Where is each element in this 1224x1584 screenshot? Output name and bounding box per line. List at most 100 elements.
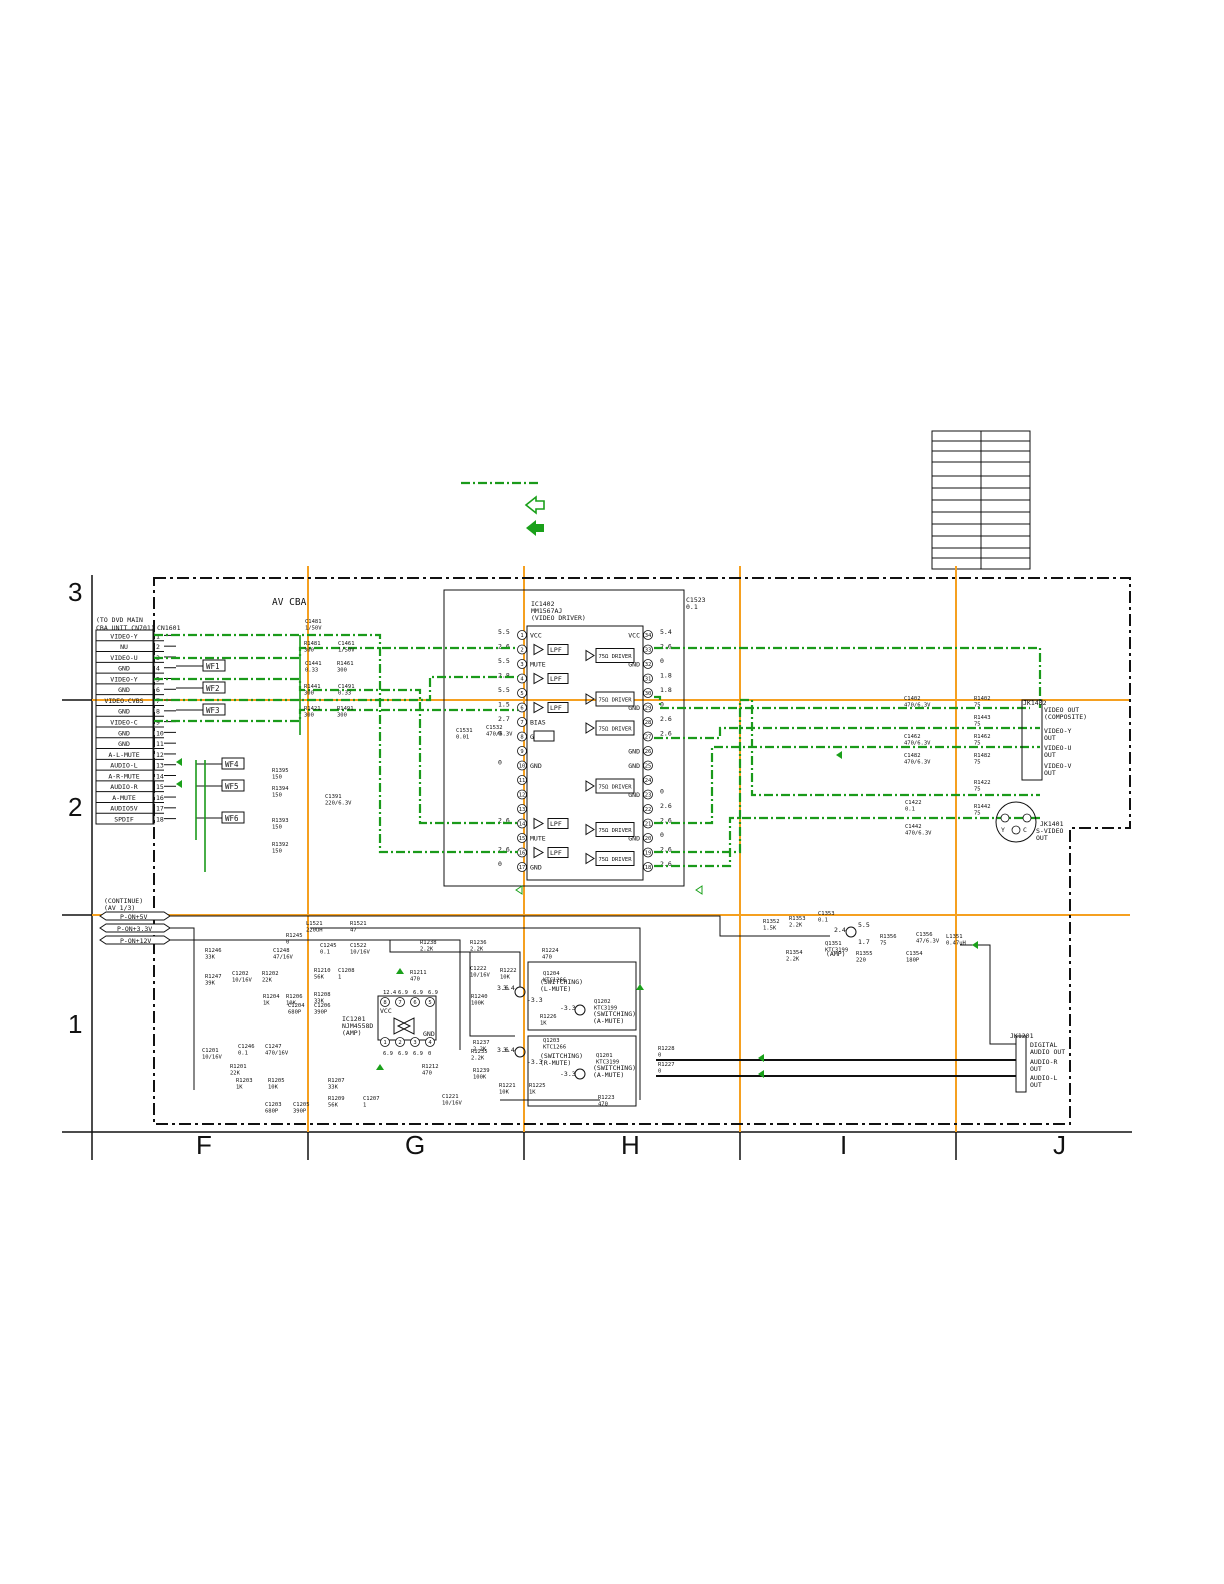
component-value: 33K	[314, 999, 325, 1005]
component-ref: C1491	[338, 684, 355, 690]
ic1402-pin-circle	[643, 731, 653, 742]
component-value: 1	[363, 1103, 366, 1109]
cn1601-pin-number: 18	[156, 816, 164, 824]
ic1402-lpf-label: LPF	[550, 646, 562, 654]
component-ref: R1421	[304, 706, 321, 712]
cn1601-pin-name: VIDEO-C	[110, 719, 137, 727]
signal-paths	[154, 633, 1042, 872]
ic1402-pin-voltage: 2.6	[498, 846, 510, 854]
cn1601-pin-name: GND	[118, 708, 130, 716]
wf5-label: WF5	[225, 782, 239, 791]
ic1201-pin-voltage: 6.9	[398, 990, 408, 996]
v-q1204-x: -3.3	[527, 996, 543, 1004]
component-value: 75	[974, 703, 981, 709]
c1523-val: 0.1	[686, 603, 698, 611]
ic1402-driver-amp-icon	[585, 780, 595, 792]
jk1201-item-2: AUDIO OUT	[1030, 1048, 1065, 1056]
component-ref: R1211	[410, 970, 427, 976]
arrow-outline-icon	[515, 885, 523, 895]
jk1402-item-1: VIDEO OUT	[1044, 706, 1079, 714]
component-value: 220uH	[306, 928, 323, 934]
ic1402-driver-label: 75Ω DRIVER	[598, 828, 632, 834]
component-value: 1	[338, 975, 341, 981]
component-ref: R1393	[272, 818, 289, 824]
component-ref: R1204	[263, 994, 280, 1000]
component-value: 300	[337, 713, 347, 719]
ic1201-pin-circle	[410, 997, 420, 1007]
jk1201-item-3: AUDIO-R	[1030, 1058, 1057, 1066]
svideo-out: OUT	[1036, 834, 1048, 842]
component-value: 10/16V	[470, 973, 491, 979]
ic1402-pin-voltage: 2.6	[660, 730, 672, 738]
component-value: KTC1266	[543, 1045, 566, 1051]
cn1601-header-2: CBA UNIT CN701)	[96, 624, 155, 632]
ic1402-pin-voltage: 1.8	[660, 686, 672, 694]
wf4-label: WF4	[225, 760, 239, 769]
component-ref: R1227	[658, 1062, 675, 1068]
ic1402-buffer-icon	[533, 846, 545, 859]
jk1201-audio-outputs: JK1201 DIGITAL AUDIO OUT AUDIO-R OUT AUD…	[656, 944, 1065, 1093]
component-value: 680P	[265, 1109, 279, 1115]
ic1402-lpf-block	[547, 818, 569, 829]
component-value: 0.1	[818, 918, 828, 924]
component-labels: C14811/50VR1481300C14611/50VR1461300C144…	[202, 619, 991, 1115]
cn1601-pin-name: GND	[118, 740, 130, 748]
ic1201-pin-number: 5	[428, 1000, 431, 1006]
power-lines: (CONTINUE) (AV 1/3) P-ON+5V P-ON+3.3V P-…	[99, 897, 830, 1090]
ic1402-driver-amp-icon	[585, 852, 595, 865]
connector-cn1601: (TO DVD MAIN CBA UNIT CN701) CN1601 VIDE…	[95, 616, 181, 825]
cn1601-pin-number: 11	[156, 740, 164, 748]
component-value: 470/6.3V	[486, 732, 513, 738]
ic1402-pin-number: 5	[520, 691, 523, 697]
ic1402-pin-name: MUTE	[530, 835, 546, 843]
ic1402-pin-number: 12	[519, 793, 526, 799]
component-ref: L1351	[946, 934, 963, 940]
ic1402-pin-voltage: 0	[660, 831, 664, 839]
component-value: 10K	[286, 1001, 297, 1007]
ic1402-pin-number: 30	[645, 691, 652, 697]
cn1601-pin-number: 13	[156, 762, 164, 770]
component-value: 10/16V	[232, 978, 253, 984]
ic1402-pin-number: 6	[520, 706, 523, 712]
v-q1203-e: 3.4	[503, 1046, 515, 1054]
component-ref: R1392	[272, 842, 289, 848]
cn1601-pin-name: AUDIO5V	[110, 805, 137, 813]
component-ref: C1441	[305, 661, 322, 667]
power-header-2: (AV 1/3)	[104, 904, 135, 912]
ic1201-pin-circle	[425, 997, 435, 1007]
component-value: 300	[337, 668, 347, 674]
ic1402-buffer-icon	[533, 701, 545, 714]
ic1402-pin-number: 25	[645, 764, 652, 770]
ic1402-bias-block	[533, 730, 555, 742]
ic1402-pin-voltage: 0	[498, 730, 502, 738]
component-ref: R1205	[268, 1078, 285, 1084]
cn1601-pin-number: 9	[156, 719, 160, 727]
component-ref: R1442	[974, 804, 991, 810]
q1201-role: (SWITCHING)	[593, 1064, 636, 1072]
component-ref: R1239	[473, 1068, 490, 1074]
ic1402-pin-circle	[643, 818, 653, 829]
component-value: 10/16V	[442, 1101, 463, 1107]
component-ref: C1203	[265, 1102, 282, 1108]
component-ref: R1235	[471, 1049, 488, 1055]
ic1402-pin-voltage: 2.6	[660, 802, 672, 810]
arrow-icon	[758, 1054, 764, 1062]
ic1402-pin-number: 33	[645, 648, 652, 654]
ic1402-pin-voltage: 5.5	[498, 657, 510, 665]
jk1201-item-4: OUT	[1030, 1065, 1042, 1073]
component-ref: C1206	[314, 1003, 331, 1009]
component-ref: R1352	[763, 919, 780, 925]
component-ref: R1224	[542, 948, 559, 954]
ic1201-pin-voltage: 6.9	[413, 990, 423, 996]
ic1402-pin-voltage: 1.8	[660, 672, 672, 680]
jk1402-item-8: OUT	[1044, 769, 1056, 777]
ic1402-driver-label: 75Ω DRIVER	[598, 654, 632, 660]
component-ref: R1353	[789, 916, 806, 922]
ic1201-pin-voltage: 6.9	[413, 1051, 423, 1057]
ic1402-pin-number: 23	[645, 793, 652, 799]
component-value: 680P	[288, 1010, 302, 1016]
component-ref: C1391	[325, 794, 342, 800]
ic1402-pin-name: MUTE	[530, 661, 546, 669]
component-value: 2.2K	[420, 947, 434, 953]
component-value: 22K	[262, 978, 273, 984]
